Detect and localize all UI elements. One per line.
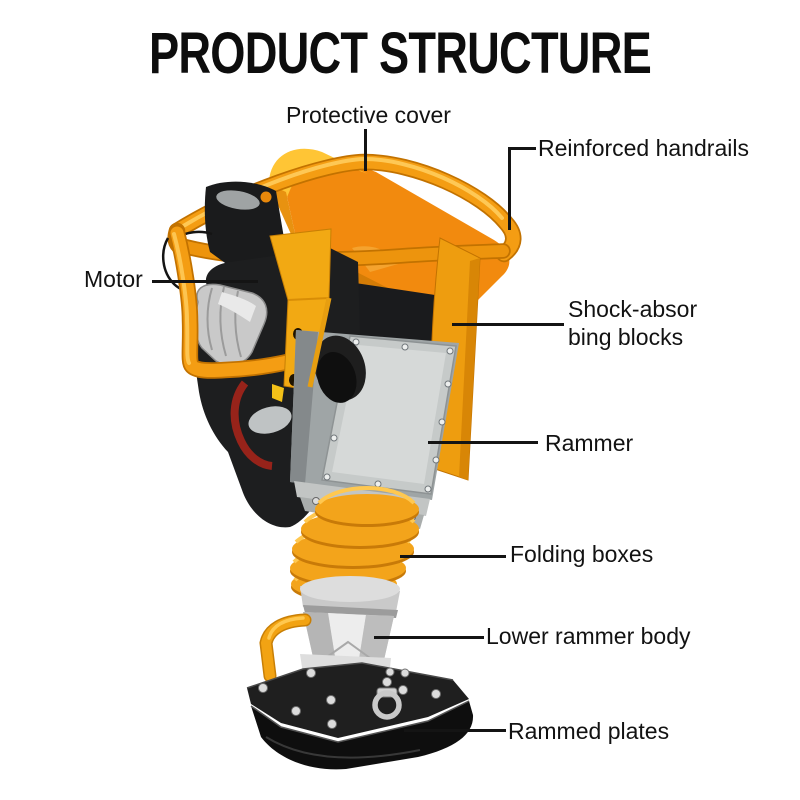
leader-reinforced-handrails-v — [508, 147, 511, 230]
leader-rammer — [428, 441, 538, 444]
label-reinforced-handrails: Reinforced handrails — [538, 135, 749, 161]
label-lower-rammer-body: Lower rammer body — [486, 623, 691, 649]
leader-lower-rammer-body — [374, 636, 484, 639]
leader-shock-blocks — [452, 323, 564, 326]
label-rammed-plates: Rammed plates — [508, 718, 670, 744]
leader-reinforced-handrails-h — [508, 147, 536, 150]
leader-rammed-plates — [404, 729, 506, 732]
leader-protective-cover — [364, 129, 367, 171]
label-shock-absorbing-blocks-line1: Shock-absor — [568, 296, 698, 322]
lifting-ring — [372, 690, 402, 720]
leader-folding-boxes — [400, 555, 506, 558]
label-protective-cover: Protective cover — [286, 102, 451, 128]
plate-bolts — [258, 667, 441, 729]
bracket-edge-touchup — [307, 297, 332, 388]
label-folding-boxes: Folding boxes — [510, 541, 654, 567]
page-title: PRODUCT STRUCTURE — [149, 21, 652, 86]
leader-motor — [152, 280, 258, 283]
handrail-guard-graphic — [168, 224, 321, 379]
label-shock-absorbing-blocks-line2: bing blocks — [568, 324, 684, 350]
lifting-hook-graphic — [259, 613, 312, 683]
label-motor: Motor — [84, 266, 143, 292]
base-plate-graphic — [246, 662, 474, 770]
crank-cylinder-graphic — [314, 335, 366, 403]
label-shock-absorbing-blocks: Shock-absor bing blocks — [568, 295, 697, 351]
label-rammer: Rammer — [545, 430, 634, 456]
